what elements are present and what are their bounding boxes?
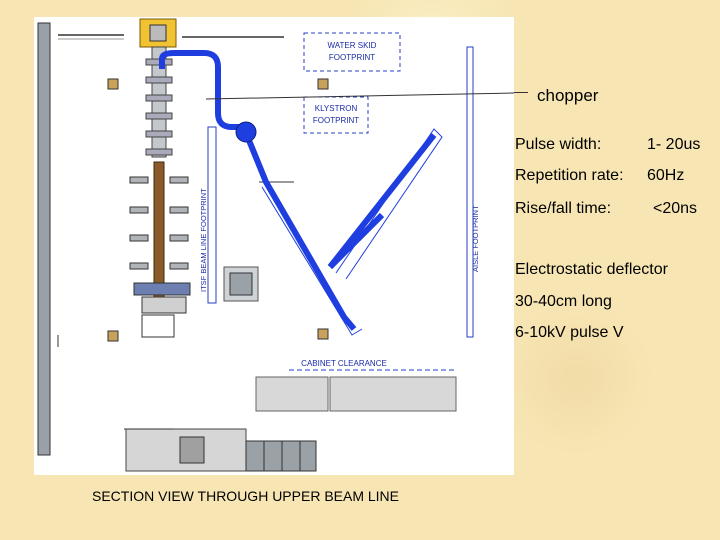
itsf-footprint-strip bbox=[207, 126, 217, 304]
cabinet-left bbox=[255, 376, 329, 412]
aisle-outlines bbox=[261, 128, 443, 336]
pulse-voltage-text: 6-10kV pulse V bbox=[515, 324, 624, 341]
rf-waveguide bbox=[159, 50, 437, 331]
repetition-rate-value: 60Hz bbox=[647, 167, 685, 184]
chopper-leader-ext bbox=[514, 92, 528, 93]
bottom-racks bbox=[245, 440, 317, 472]
marker-bottom-left bbox=[107, 330, 119, 342]
source-inner bbox=[149, 24, 167, 42]
marker-top-right bbox=[317, 78, 329, 90]
beam-base bbox=[141, 296, 187, 314]
water-skid-label-2: FOOTPRINT bbox=[329, 53, 375, 62]
itsf-label: ITSF BEAM LINE FOOTPRINT bbox=[199, 188, 208, 292]
klystron-label-1: KLYSTRON bbox=[315, 104, 358, 113]
bottom-equipment-inner bbox=[179, 436, 205, 464]
rf-circulator bbox=[235, 121, 257, 143]
water-skid-footprint bbox=[303, 32, 401, 72]
water-skid-label-1: WATER SKID bbox=[328, 41, 377, 50]
length-text: 30-40cm long bbox=[515, 293, 612, 310]
pulse-width-label: Pulse width: bbox=[515, 136, 602, 153]
repetition-rate-label: Repetition rate: bbox=[515, 167, 624, 184]
caption: SECTION VIEW THROUGH UPPER BEAM LINE bbox=[92, 488, 400, 504]
cabinet-label: CABINET CLEARANCE bbox=[301, 359, 387, 368]
linac-ports bbox=[129, 176, 189, 270]
marker-top-left bbox=[107, 78, 119, 90]
beam-stand bbox=[133, 282, 191, 296]
beam-column-upper bbox=[151, 46, 167, 158]
aisle-footprint-strip bbox=[466, 46, 474, 338]
pulse-width-value: 1- 20us bbox=[647, 136, 701, 153]
equipment-box-inner bbox=[229, 272, 253, 296]
chopper-label: chopper bbox=[537, 86, 599, 105]
linac-tank bbox=[153, 161, 165, 298]
klystron-footprint bbox=[303, 96, 369, 134]
deflector-text: Electrostatic deflector bbox=[515, 261, 668, 278]
cabinet-right bbox=[329, 376, 457, 412]
beam-support bbox=[141, 314, 175, 338]
rise-fall-label: Rise/fall time: bbox=[515, 200, 612, 217]
klystron-label-2: FOOTPRINT bbox=[313, 116, 359, 125]
layout-drawing: WATER SKID FOOTPRINT KLYSTRON FOOTPRINT … bbox=[34, 17, 515, 475]
aisle-label: AISLE FOOTPRINT bbox=[471, 205, 480, 272]
chopper-leader bbox=[205, 92, 515, 100]
left-wall bbox=[37, 22, 51, 456]
layout-svg: WATER SKID FOOTPRINT KLYSTRON FOOTPRINT … bbox=[37, 18, 515, 472]
rise-fall-value: <20ns bbox=[653, 200, 698, 217]
marker-bottom-right bbox=[317, 328, 329, 340]
